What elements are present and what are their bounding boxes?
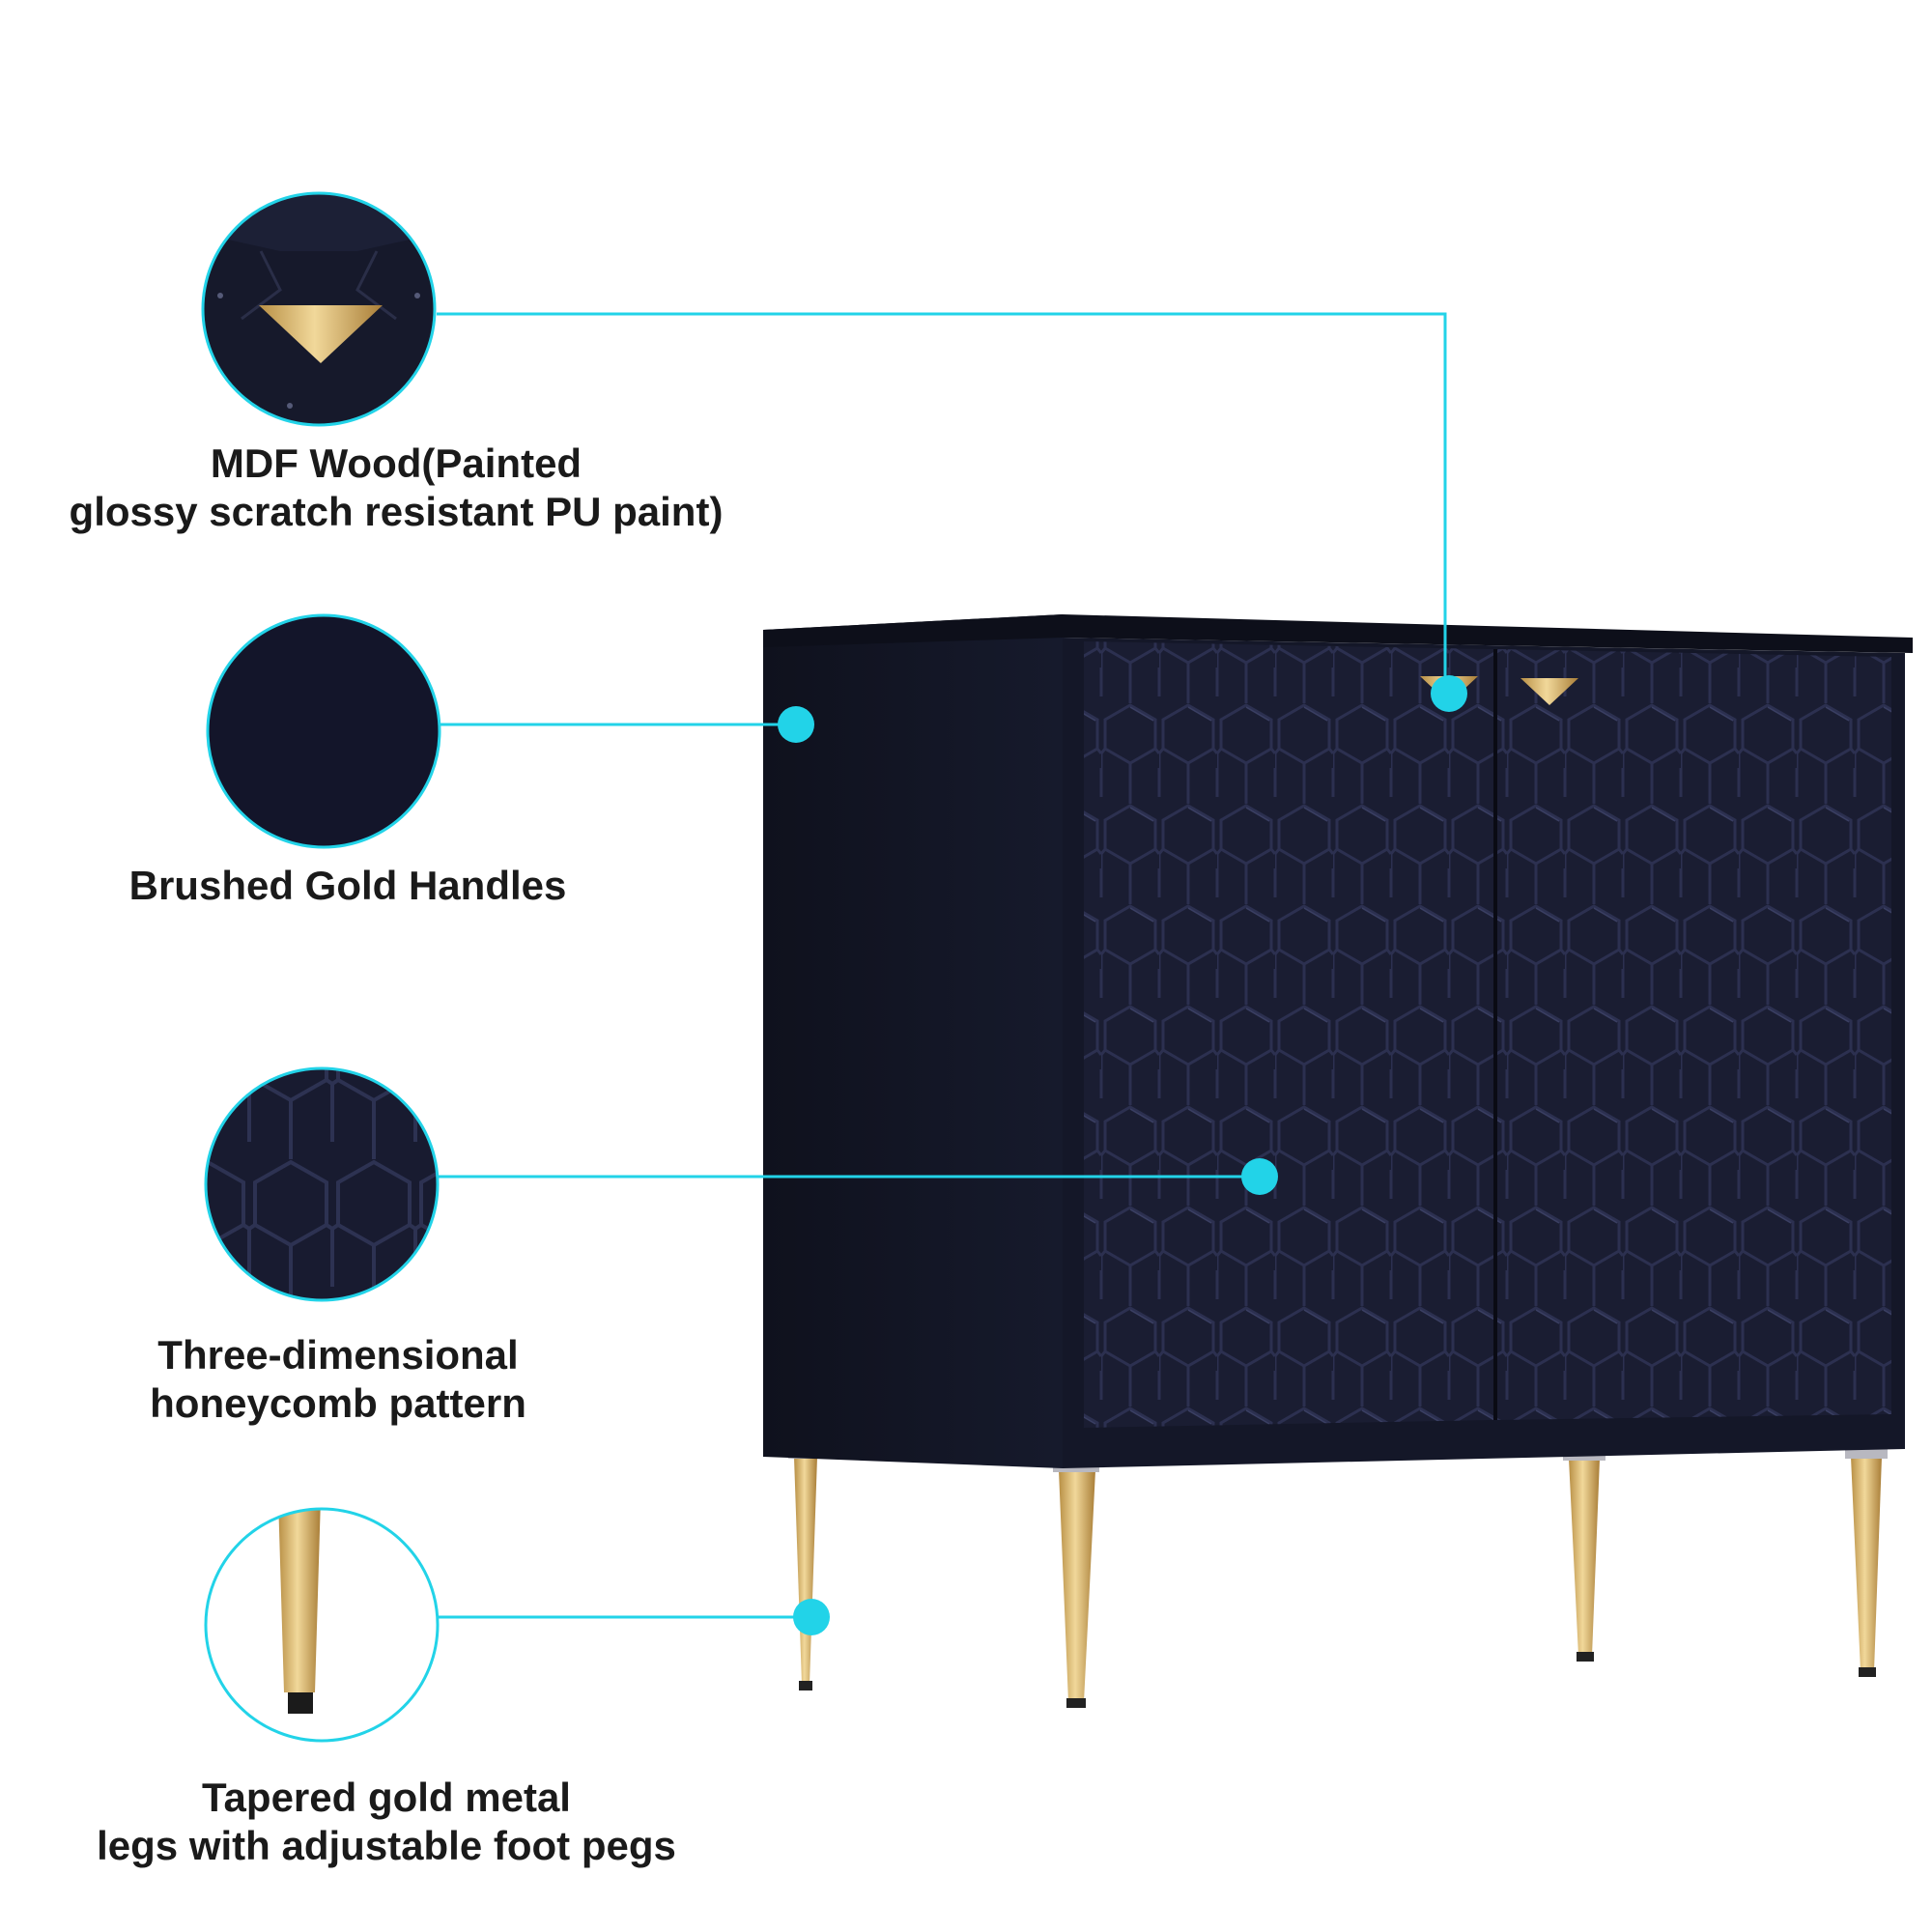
callout-lines	[437, 312, 1447, 1619]
detail-circle-panel	[206, 613, 441, 849]
caption-pattern: Three-dimensional honeycomb pattern	[58, 1331, 618, 1428]
caption-legs-line-1: Tapered gold metal	[202, 1775, 571, 1820]
caption-finish-line-1: MDF Wood(Painted	[210, 440, 582, 486]
detail-circle-honeycomb	[204, 1066, 440, 1302]
callout-dot-pattern	[1241, 1158, 1278, 1195]
callout-dot-handles	[1431, 675, 1467, 712]
caption-legs: Tapered gold metal legs with adjustable …	[39, 1774, 734, 1870]
caption-legs-line-2: legs with adjustable foot pegs	[97, 1823, 676, 1868]
cabinet-photo	[763, 614, 1913, 1708]
cabinet-legs	[788, 1449, 1888, 1708]
detail-circle-leg	[204, 1507, 440, 1743]
callout-dot-side	[778, 706, 814, 743]
caption-handles: Brushed Gold Handles	[58, 862, 638, 910]
caption-finish: MDF Wood(Painted glossy scratch resistan…	[58, 440, 734, 536]
caption-pattern-line-2: honeycomb pattern	[150, 1380, 526, 1426]
cabinet-top	[763, 614, 1913, 653]
caption-pattern-line-1: Three-dimensional	[157, 1332, 519, 1378]
cabinet-doors	[1084, 641, 1891, 1428]
caption-handles-line-1: Brushed Gold Handles	[128, 863, 567, 908]
callout-dot-legs	[793, 1599, 830, 1635]
detail-circle-handle	[201, 191, 437, 427]
callout-dots	[778, 675, 1467, 1635]
caption-finish-line-2: glossy scratch resistant PU paint)	[69, 489, 724, 534]
cabinet-side-panel	[763, 614, 1063, 1468]
